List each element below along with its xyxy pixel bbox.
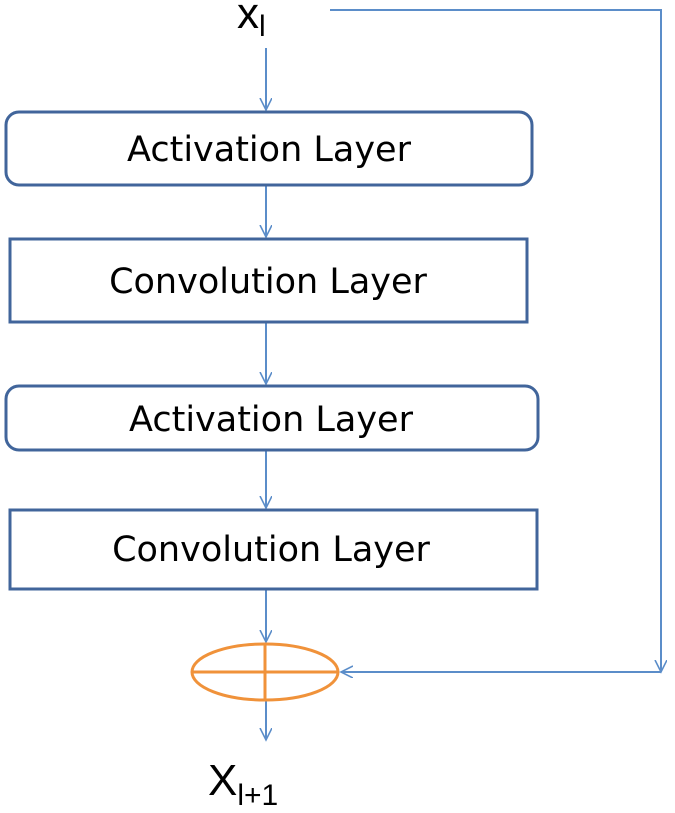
activation-layer-block-2: Activation Layer: [4, 384, 540, 452]
input-variable-label: xl: [237, 0, 266, 43]
convolution-layer-block-1: Convolution Layer: [8, 237, 529, 324]
activation-layer-label-2: Activation Layer: [129, 400, 414, 440]
skip-connection-line: [330, 9, 661, 672]
sum-node-icon: [190, 642, 340, 702]
convolution-layer-label-2: Convolution Layer: [112, 530, 430, 570]
activation-layer-label-1: Activation Layer: [127, 130, 412, 170]
convolution-layer-block-2: Convolution Layer: [8, 508, 539, 591]
output-variable-label: Xl+1: [208, 756, 278, 812]
convolution-layer-label-1: Convolution Layer: [109, 262, 427, 302]
activation-layer-block-1: Activation Layer: [4, 110, 534, 187]
